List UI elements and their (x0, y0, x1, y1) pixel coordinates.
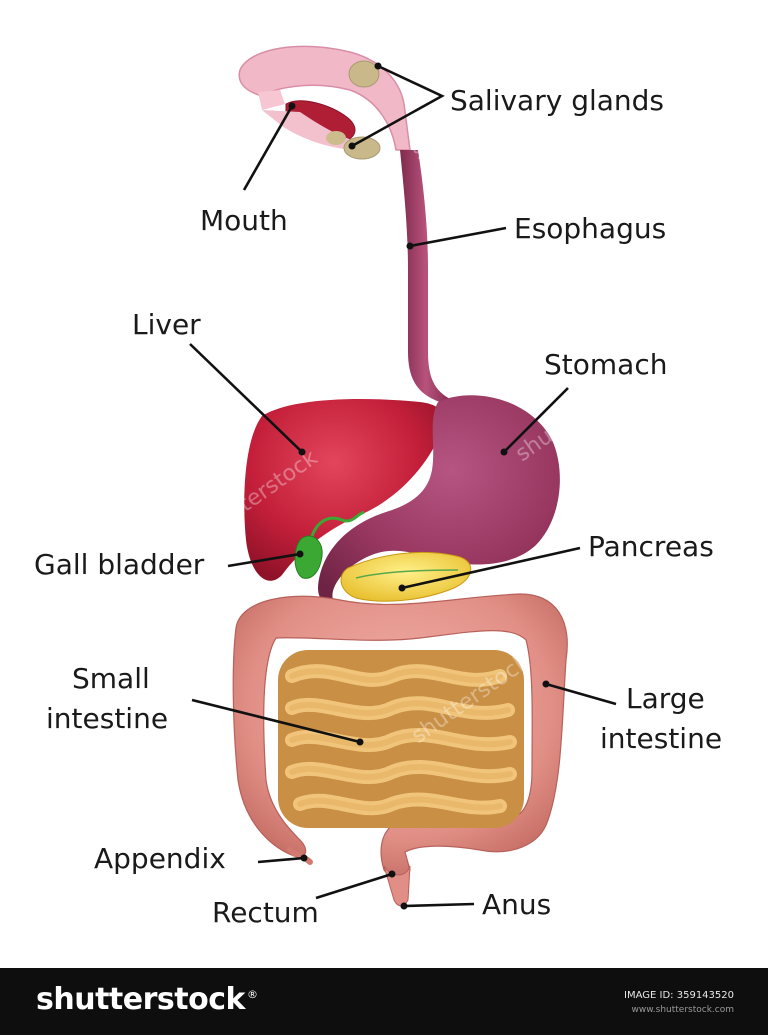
leader-dot (356, 738, 364, 746)
leader-small-intestine (191, 698, 361, 744)
leader-mouth (242, 105, 294, 191)
leader-dot (348, 142, 356, 150)
leader-lines (189, 62, 617, 910)
leader-dot (398, 584, 406, 592)
brand-text: shutterstock (36, 982, 245, 1017)
leader-dot (542, 680, 550, 688)
leader-rectum (315, 872, 393, 900)
leader-dot (374, 62, 382, 70)
leader-appendix (257, 856, 305, 864)
leader-dot (288, 102, 296, 110)
label-pancreas: Pancreas (588, 530, 714, 563)
leader-large-intestine (545, 682, 617, 706)
leader-dot (296, 550, 304, 558)
mouth-illustration (238, 45, 411, 160)
label-gall-bladder: Gall bladder (34, 548, 205, 581)
label-salivary-glands: Salivary glands (450, 84, 664, 117)
label-stomach: Stomach (544, 348, 667, 381)
brand-mark: ® (246, 988, 258, 1001)
label-small-intestine-line2: intestine (46, 702, 168, 735)
small-intestine-shading (289, 668, 513, 812)
label-anus: Anus (482, 888, 551, 921)
leader-stomach (503, 387, 569, 453)
label-esophagus: Esophagus (514, 212, 666, 245)
upper-lip-shape (258, 90, 285, 110)
leader-salivary-glands (351, 64, 445, 148)
leader-anus (403, 902, 475, 908)
leader-pancreas (401, 546, 581, 590)
salivary-gland-upper (348, 60, 380, 88)
leader-liver (189, 343, 303, 453)
bile-duct-line (310, 510, 365, 537)
label-liver: Liver (132, 308, 201, 341)
image-url-text: www.shutterstock.com (631, 1005, 734, 1015)
leader-dot (298, 448, 306, 456)
small-intestine-illustration (278, 650, 524, 828)
footer-bar: shutterstock® IMAGE ID: 359143520 www.sh… (0, 968, 768, 1035)
labels: Salivary glands Mouth Esophagus Liver St… (34, 84, 722, 929)
gallbladder-shape (294, 535, 323, 579)
label-large-intestine-line2: intestine (600, 722, 722, 755)
pancreas-shape (340, 551, 472, 602)
label-appendix: Appendix (94, 842, 226, 875)
leader-dot (500, 448, 508, 456)
pancreatic-duct-line (355, 569, 459, 579)
gallbladder-illustration (294, 510, 365, 579)
digestive-system-diagram: shutterstock shutterstock shutterstock s… (34, 45, 722, 929)
brand-logo: shutterstock® (36, 982, 258, 1017)
image-id-text: IMAGE ID: 359143520 (624, 990, 734, 1001)
leader-dot (400, 902, 408, 910)
esophagus-shape (400, 150, 452, 402)
label-small-intestine-line1: Small (72, 662, 150, 695)
stomach-shape (318, 395, 560, 611)
appendix-shape (287, 847, 313, 865)
leader-dot (300, 854, 308, 862)
label-large-intestine-line1: Large (626, 682, 705, 715)
leader-dot (406, 242, 414, 250)
label-mouth: Mouth (200, 204, 288, 237)
leader-esophagus (409, 226, 507, 248)
salivary-gland-small (326, 131, 346, 145)
salivary-gland-lower (343, 136, 381, 160)
leader-gall-bladder (227, 552, 301, 568)
leader-dot (388, 870, 396, 878)
label-rectum: Rectum (212, 896, 319, 929)
